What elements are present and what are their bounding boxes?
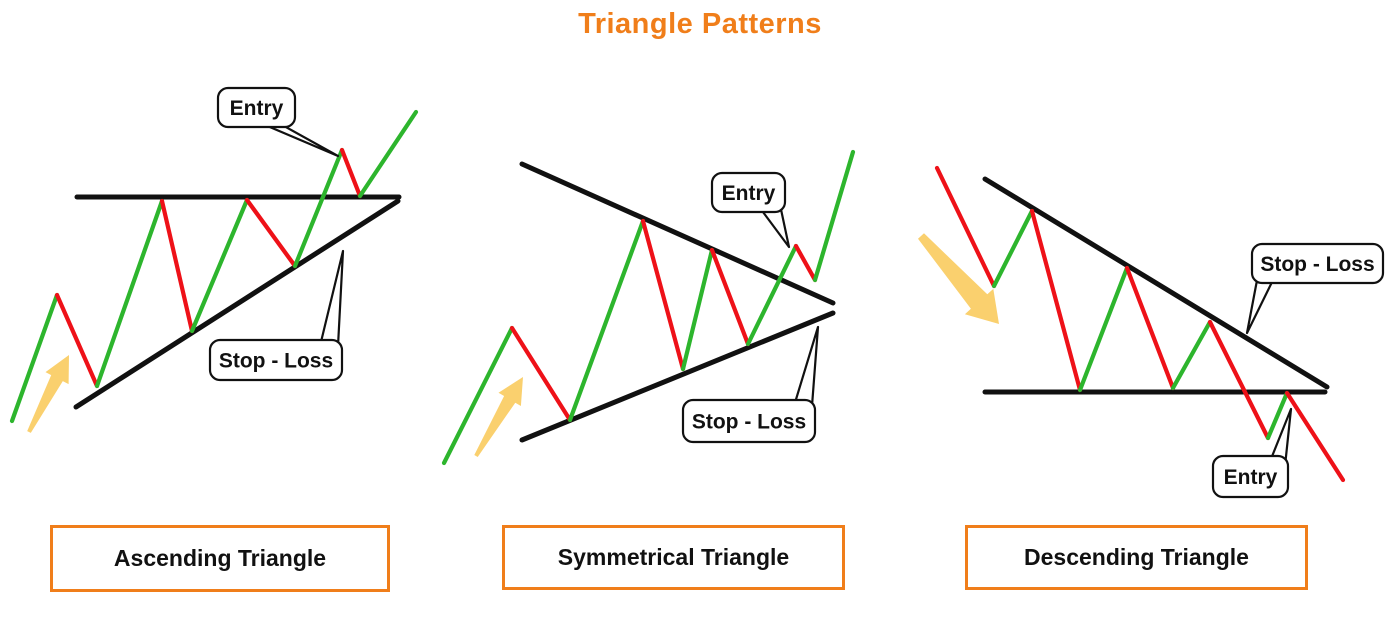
callout-label: Entry <box>1224 466 1278 489</box>
page-title: Triangle Patterns <box>578 8 822 40</box>
price-segment-green <box>94 198 165 389</box>
price-segment-red <box>159 198 195 334</box>
price-segment-green <box>567 218 646 423</box>
price-segment-green <box>1170 319 1213 391</box>
price-segment-red <box>1029 208 1083 393</box>
price-segment-red <box>934 165 997 289</box>
callout-box <box>681 398 817 444</box>
callout-box <box>1211 454 1290 499</box>
stop-loss-callout: Stop - Loss <box>208 249 345 382</box>
callout-box <box>216 86 297 129</box>
caption-text: Descending Triangle <box>1024 544 1249 570</box>
price-segment-green <box>9 292 60 424</box>
callout-tail <box>318 249 345 348</box>
price-segment-red <box>1124 265 1176 391</box>
price-segment-green <box>745 243 799 347</box>
price-segment-red <box>339 147 363 199</box>
price-segment-red <box>709 247 751 347</box>
caption-symmetrical-triangle: Symmetrical Triangle <box>502 525 845 590</box>
callout-box <box>208 338 344 382</box>
callout-box <box>710 171 787 214</box>
price-segment-green <box>292 147 345 269</box>
price-segment-red <box>1284 390 1346 483</box>
price-segment-green <box>1265 390 1290 441</box>
resistance-trendline <box>982 176 1330 390</box>
price-segment-red <box>640 218 686 372</box>
price-segment-green <box>441 325 515 466</box>
support-trendline <box>73 198 401 410</box>
price-segment-green <box>812 149 856 283</box>
caption-descending-triangle: Descending Triangle <box>965 525 1308 590</box>
stop-loss-callout: Stop - Loss <box>1245 242 1385 335</box>
caption-ascending-triangle: Ascending Triangle <box>50 525 390 592</box>
price-segment-red <box>509 325 573 423</box>
callout-box <box>1250 242 1385 285</box>
price-segment-green <box>1077 265 1130 393</box>
price-segment-green <box>357 109 419 199</box>
stop-loss-callout: Stop - Loss <box>681 325 820 444</box>
caption-text: Ascending Triangle <box>113 545 327 571</box>
callout-label: Entry <box>230 97 284 120</box>
price-segment-green <box>991 208 1035 289</box>
price-segment-green <box>189 197 250 334</box>
entry-callout: Entry <box>710 171 791 249</box>
callout-label: Stop - Loss <box>1260 253 1374 276</box>
entry-callout: Entry <box>216 86 340 158</box>
callout-label: Stop - Loss <box>219 350 333 373</box>
caption-text: Symmetrical Triangle <box>557 544 790 570</box>
trend-arrow-icon <box>27 355 69 433</box>
trend-arrow-icon <box>474 377 523 457</box>
price-segment-red <box>244 197 298 269</box>
callout-tail <box>792 325 820 408</box>
price-segment-green <box>680 247 715 372</box>
trend-arrow-icon <box>918 233 999 324</box>
callout-label: Stop - Loss <box>692 411 806 434</box>
price-segment-red <box>54 292 100 389</box>
price-segment-red <box>1207 319 1271 441</box>
support-trendline <box>519 310 836 443</box>
callout-label: Entry <box>722 182 776 205</box>
price-segment-red <box>793 243 818 283</box>
entry-callout: Entry <box>1211 407 1293 499</box>
